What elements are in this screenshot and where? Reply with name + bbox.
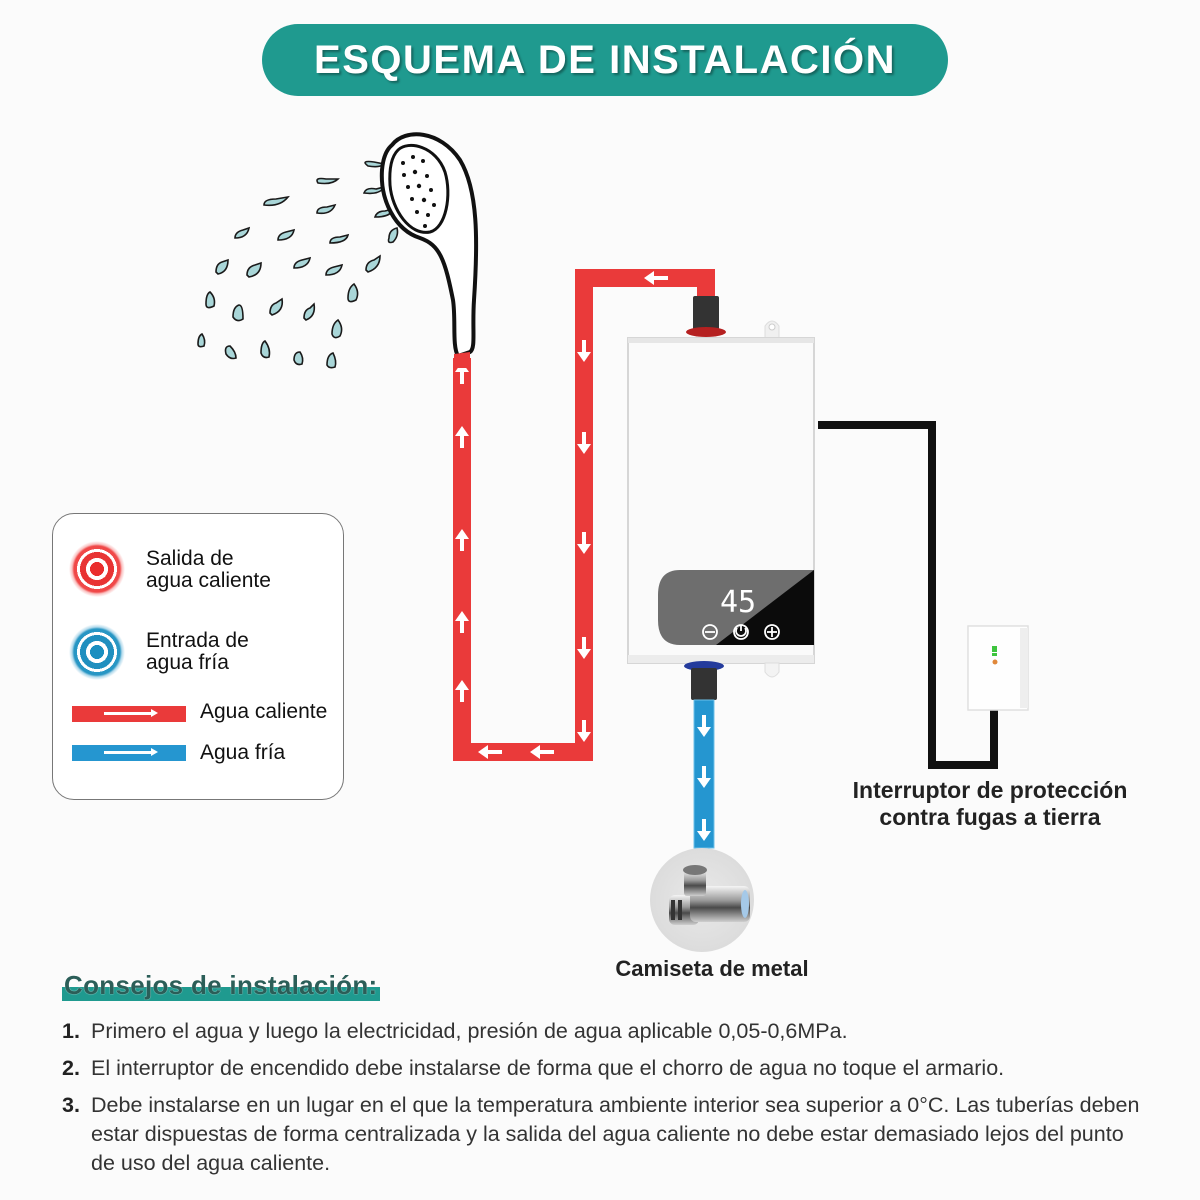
hot-water-pipe	[453, 269, 715, 761]
hot-outlet-fitting	[693, 296, 719, 330]
legend: Salida de agua caliente Entrada de agua …	[52, 513, 344, 800]
cold-water-pipe	[693, 699, 715, 849]
cold-inlet-target-icon	[69, 624, 125, 680]
valve-label: Camiseta de metal	[615, 956, 809, 981]
arrow-left-icon	[478, 745, 502, 759]
breaker-label: Interruptor de protección contra fugas a…	[852, 777, 1128, 830]
metal-valve-icon	[650, 848, 754, 952]
arrow-down-icon	[697, 715, 711, 737]
hot-water-arrow-bar-icon	[72, 706, 186, 722]
water-drops-icon	[197, 160, 399, 369]
tip-item: 3. Debe instalarse en un lugar en el que…	[62, 1093, 1140, 1175]
title-banner: ESQUEMA DE INSTALACIÓN	[262, 24, 948, 96]
cold-water-arrow-bar-icon	[72, 745, 186, 761]
water-heater: 45	[627, 337, 815, 678]
legend-cold-inlet: Entrada de agua fría	[146, 629, 249, 674]
tip-item: 1. Primero el agua y luego la electricid…	[62, 1019, 848, 1043]
minus-icon	[702, 624, 718, 640]
tips-list: 1. Primero el agua y luego la electricid…	[62, 1017, 1172, 1186]
leakage-breaker-icon	[967, 625, 1029, 711]
power-icon	[733, 624, 749, 640]
tip-item: 2. El interruptor de encendido debe inst…	[62, 1056, 1005, 1080]
page-title: ESQUEMA DE INSTALACIÓN	[314, 37, 896, 82]
legend-hot-outlet: Salida de agua caliente	[146, 547, 271, 592]
legend-hot-water: Agua caliente	[200, 700, 328, 723]
tips-title: Consejos de instalación:	[62, 970, 380, 1001]
hot-outlet-target-icon	[69, 541, 125, 597]
plus-icon	[764, 624, 780, 640]
cold-inlet-fitting	[691, 668, 717, 700]
arrow-down-icon	[577, 340, 591, 362]
legend-cold-water: Agua fría	[200, 741, 286, 764]
shower-head-icon	[379, 132, 479, 358]
electric-wire	[818, 421, 998, 769]
temperature-display: 45	[720, 585, 756, 620]
